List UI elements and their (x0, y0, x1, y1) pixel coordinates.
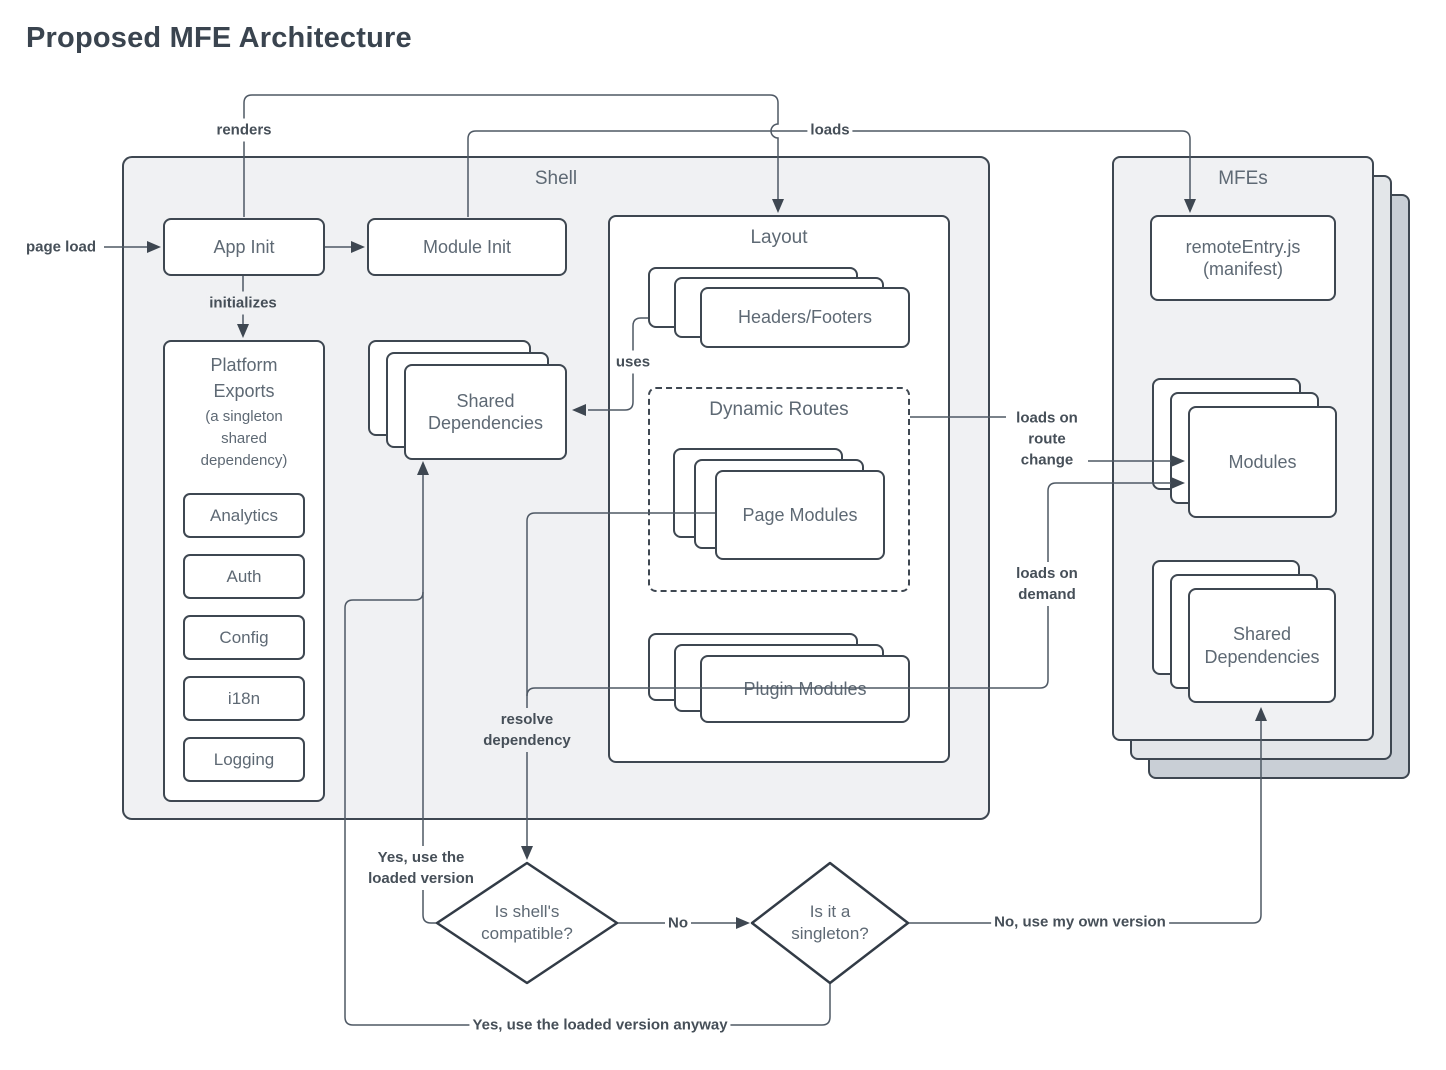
edge-label-loads: loads (807, 118, 853, 142)
shared-deps-shell-node: Shared Dependencies (404, 364, 567, 460)
edge-label-page-load: page load (22, 235, 100, 259)
mfes-label: MFEs (1218, 168, 1268, 189)
edge-label-resolve-dependency: resolve dependency (477, 708, 577, 752)
edge-label-yes-use-loaded: Yes, use the loaded version (359, 846, 483, 890)
arrowhead-no (736, 917, 750, 929)
edge-label-renders: renders (213, 118, 275, 142)
diagram-title: Proposed MFE Architecture (26, 22, 412, 54)
edge-label-yes-anyway: Yes, use the loaded version anyway (469, 1013, 731, 1037)
mfe-shared-deps-label: Shared Dependencies (1204, 624, 1320, 667)
edge-label-no-use-own: No, use my own version (991, 910, 1169, 934)
module-init-node: Module Init (367, 218, 567, 276)
decision-shell-compatible-label: Is shell's compatible? (481, 901, 573, 943)
edge-label-loads-on-demand: loads on demand (1006, 562, 1088, 606)
platform-item-logging: Logging (183, 737, 305, 783)
arrowhead-resolve (521, 846, 533, 860)
shell-label: Shell (534, 168, 578, 189)
platform-item-config: Config (183, 615, 305, 661)
layout-label: Layout (750, 227, 808, 248)
remote-entry-node: remoteEntry.js (manifest) (1150, 215, 1336, 301)
platform-item-i18n: i18n (183, 676, 305, 722)
headers-footers-node: Headers/Footers (700, 287, 910, 348)
remote-entry-label: remoteEntry.js (manifest) (1185, 236, 1301, 280)
shared-deps-shell-label: Shared Dependencies (427, 390, 544, 434)
dynamic-routes-label: Dynamic Routes (709, 399, 849, 420)
platform-exports-subtitle: (a singleton shared dependency) (200, 408, 288, 469)
page-modules-node: Page Modules (715, 470, 885, 560)
platform-exports-node: Platform Exports (a singleton shared dep… (163, 340, 325, 802)
platform-item-auth: Auth (183, 554, 305, 600)
mfe-modules-node: Modules (1188, 406, 1337, 518)
edge-label-loads-on-route-change: loads on route change (1006, 406, 1088, 472)
edge-label-initializes: initializes (206, 291, 280, 315)
app-init-node: App Init (163, 218, 325, 276)
decision-is-singleton-label: Is it a singleton? (791, 901, 869, 943)
edge-label-uses: uses (612, 350, 654, 374)
edge-label-no: No (665, 911, 691, 935)
platform-exports-title: Platform Exports (210, 355, 278, 402)
platform-item-analytics: Analytics (183, 493, 305, 539)
mfe-shared-deps-node: Shared Dependencies (1188, 588, 1336, 703)
plugin-modules-node: Plugin Modules (700, 655, 910, 723)
